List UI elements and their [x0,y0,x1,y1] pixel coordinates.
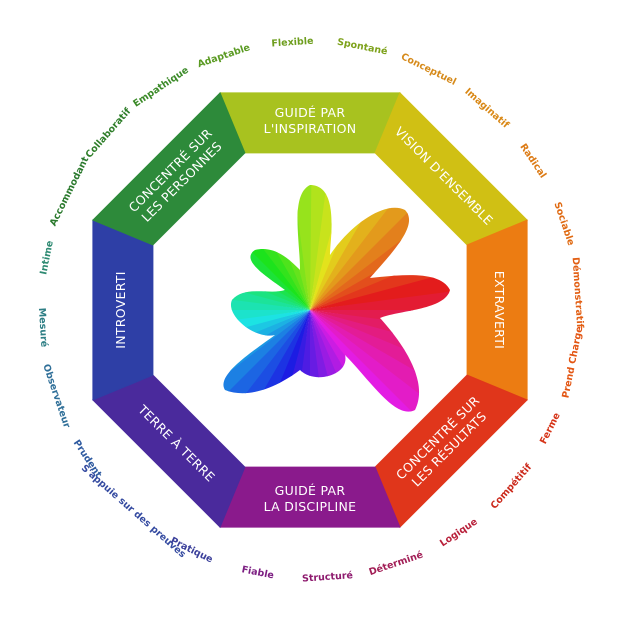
segment-terre [92,374,246,528]
trait-label: Intime [38,240,56,276]
trait-label: Structuré [302,570,354,584]
segment-label-line: EXTRAVERTI [492,271,507,349]
splash-wedge [223,310,310,362]
segment-label-line: GUIDÉ PAR [275,483,346,498]
trait-label: Empathique [131,65,190,110]
splash-wedge [310,185,434,310]
splash-wedge [223,310,310,412]
trait-label: Collaboratif [84,105,134,160]
segment-personnes [92,92,246,246]
segment-label-line: LA DISCIPLINE [264,499,357,514]
trait-label: Sociable [551,201,576,247]
segment-label-line: GUIDÉ PAR [275,105,346,120]
splash-wedge [310,258,450,310]
splash-wedge [223,310,310,412]
segment-label-line: INTROVERTI [113,271,128,349]
trait-label: Observateur [40,363,72,430]
trait-label: Ferme [538,411,563,446]
trait-label: Démonstratif [570,257,586,329]
splash-wedge [310,310,450,412]
segment-label-line: L'INSPIRATION [264,121,357,136]
trait-label: Radical [517,142,548,181]
trait-label: Imaginatif [462,86,511,131]
trait-label: Fiable [241,564,275,581]
trait-label: Adaptable [196,42,251,70]
octagon-ring [92,92,528,528]
trait-label: Mesuré [36,307,50,347]
splash-wedge [223,310,310,387]
trait-label: Conceptuel [399,51,458,88]
splash-wedge [223,307,310,337]
segment-label-extraverti: EXTRAVERTI [492,271,507,349]
trait-label: Compétitif [489,461,535,511]
splash-wedge [310,283,450,313]
trait-label: Flexible [271,36,314,50]
splash-wedge [310,310,450,412]
trait-label: Déterminé [368,550,425,579]
splash-wedge [283,185,313,310]
splash-wedge [223,310,310,410]
trait-label: Logique [438,516,480,549]
trait-label: Prend Charge [560,325,585,399]
trait-label: Spontané [336,37,388,58]
segment-label-introverti: INTROVERTI [113,271,128,349]
trait-label: Accommodant [48,155,92,228]
